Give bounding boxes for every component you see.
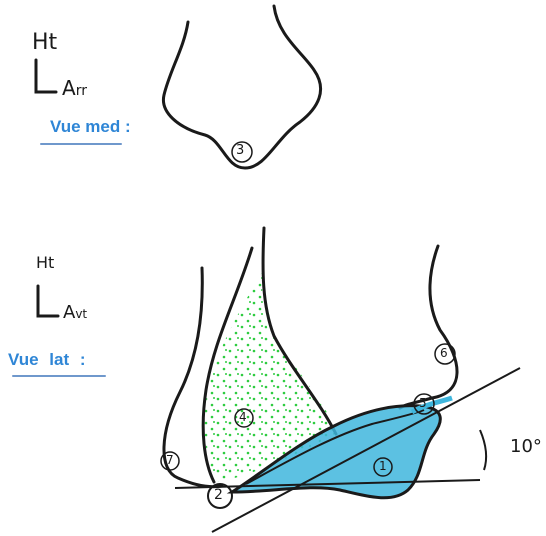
top-view-underline [40, 143, 122, 145]
top-axis-up-label: Ht [32, 30, 58, 55]
bottom-axis-up-label: Ht [36, 253, 55, 272]
top-axis-side-sub: rr [75, 83, 87, 99]
bone-1-inner-line [245, 409, 425, 485]
ground-line [174, 479, 481, 489]
bone-6-outline [398, 244, 459, 410]
bone-4-outline-right [261, 226, 338, 436]
bottom-view-underline [12, 375, 106, 377]
top-view-label: Vue med : [50, 117, 131, 136]
label-4: 4 [239, 410, 247, 424]
label-7: 7 [166, 453, 174, 467]
top-axis-side-letter: A [62, 76, 76, 100]
top-label-3: 3 [236, 143, 245, 158]
bottom-axis-side-sub: vt [75, 307, 88, 321]
label-5: 5 [419, 396, 427, 410]
bone-7-outline [162, 266, 224, 489]
bottom-axis-side-label: Avt [63, 302, 87, 323]
top-axis-side-label: Arr [62, 76, 87, 100]
label-6: 6 [440, 346, 448, 360]
angle-arc [479, 429, 488, 471]
angle-label: 10° [510, 436, 542, 457]
bone-4-dotted-region [204, 272, 338, 482]
bone-4-outline-left [201, 246, 254, 484]
angle-line [211, 367, 521, 533]
label-1: 1 [379, 459, 387, 473]
label-2: 2 [214, 487, 223, 503]
bottom-axis-side-letter: A [63, 302, 76, 323]
bottom-view-label: Vue lat : [8, 350, 86, 369]
